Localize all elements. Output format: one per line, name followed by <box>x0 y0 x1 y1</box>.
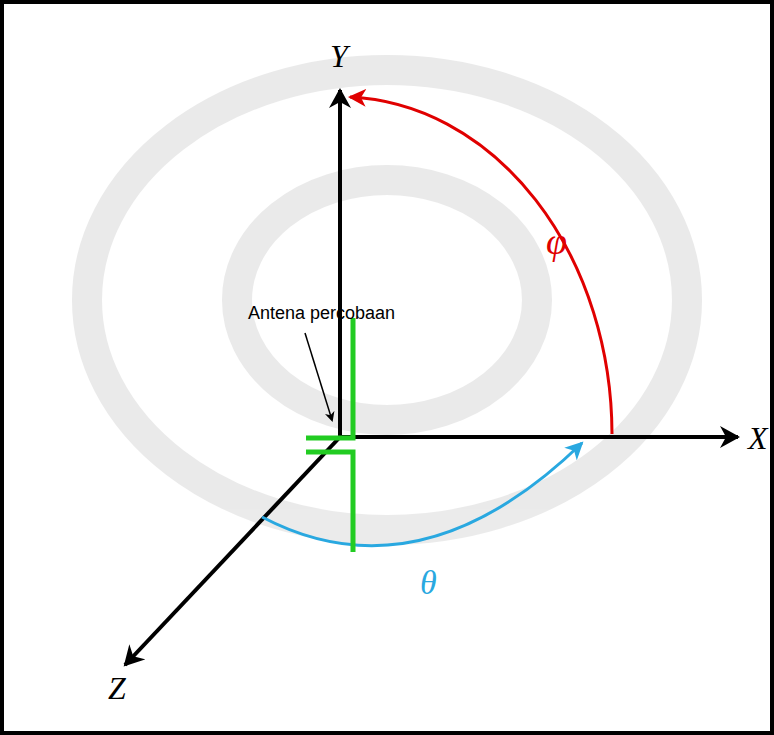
antenna-symbol <box>306 318 353 552</box>
y-axis <box>338 90 342 437</box>
phi-arc <box>350 97 612 434</box>
angle-label: θ <box>420 566 437 600</box>
leader-line <box>305 333 332 420</box>
callout-text: Antena percobaan <box>248 304 395 322</box>
x-axis <box>340 435 738 439</box>
watermark <box>87 70 687 530</box>
axis-label: Z <box>108 672 126 704</box>
angle-label: φ <box>546 222 567 260</box>
axis-label: X <box>748 422 768 454</box>
axis-label: Y <box>330 40 348 72</box>
theta-arc <box>262 443 582 546</box>
z-axis <box>125 437 340 665</box>
